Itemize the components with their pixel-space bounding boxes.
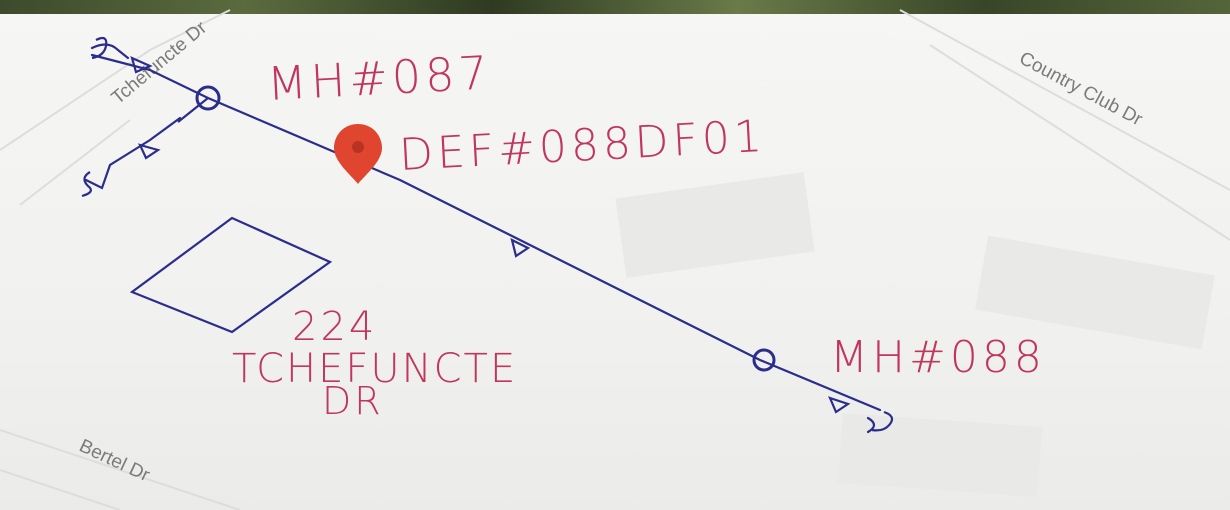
- sewer-service-icon: [91, 36, 108, 60]
- street-label-bertel: Bertel Dr: [76, 435, 153, 486]
- building-footprints: [615, 172, 1215, 497]
- service-lateral-line: [177, 97, 209, 123]
- manhole-088-label: MH#088: [830, 332, 1046, 383]
- sewer-service-icon: [81, 171, 92, 198]
- sewer-main-line: [84, 43, 882, 434]
- manhole-088-icon[interactable]: [752, 348, 776, 372]
- flow-arrow-icon: [130, 56, 851, 414]
- manhole-087-label: MH#087: [266, 45, 493, 111]
- house-footprint[interactable]: [129, 216, 333, 334]
- street-label-country-club: Country Club Dr: [1016, 48, 1147, 131]
- sewer-service-icon: [871, 410, 894, 432]
- map-pin-icon[interactable]: [334, 124, 382, 184]
- address-suffix: DR: [322, 379, 384, 423]
- manhole-087-icon[interactable]: [195, 85, 221, 111]
- address-street: TCHEFUNCTE: [232, 346, 517, 392]
- address-number: 224: [292, 304, 377, 350]
- defect-label: DEF#088DF01: [398, 111, 767, 181]
- grass-strip: [0, 0, 1230, 14]
- road-edges: [0, 9, 1230, 510]
